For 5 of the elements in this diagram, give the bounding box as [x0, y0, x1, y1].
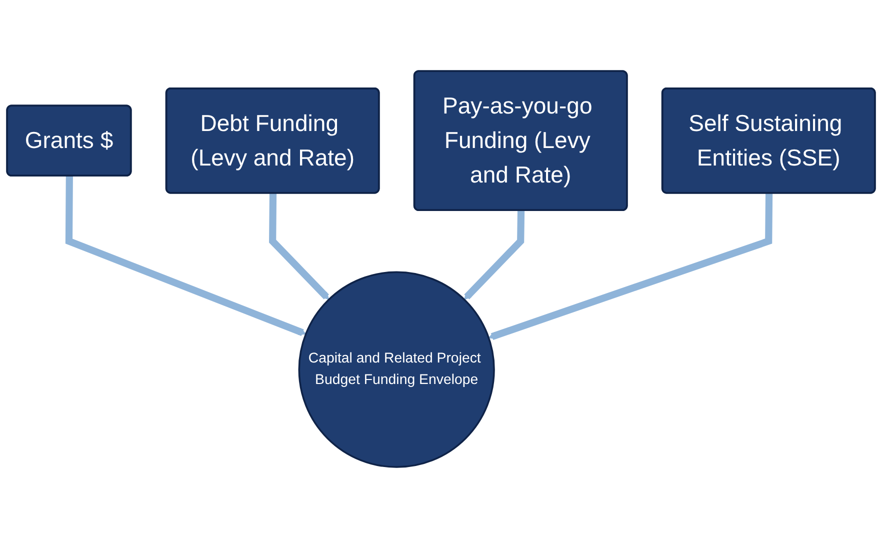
node-circle: Capital and Related Project Budget Funding Envelope [298, 271, 495, 468]
arrow [464, 210, 525, 300]
arrow [488, 193, 773, 340]
arrow [65, 176, 306, 336]
arrow [269, 193, 330, 300]
